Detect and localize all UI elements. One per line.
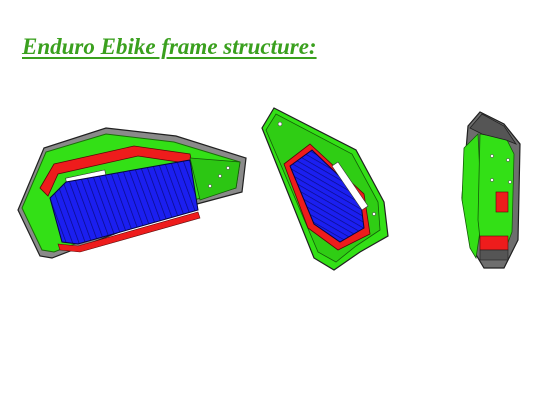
mount-bracket <box>331 161 369 211</box>
frame-top-view <box>261 107 389 271</box>
slide-title: Enduro Ebike frame structure: <box>22 34 317 59</box>
battery-pack <box>49 159 199 245</box>
battery-pack <box>289 149 365 243</box>
lower-rail <box>57 211 201 253</box>
connector-block <box>495 191 509 213</box>
frame-side-view <box>17 127 247 259</box>
frame-side-panel <box>461 133 483 260</box>
lower-block <box>479 235 509 251</box>
top-cap <box>469 113 518 145</box>
frame-end-view <box>461 111 521 269</box>
